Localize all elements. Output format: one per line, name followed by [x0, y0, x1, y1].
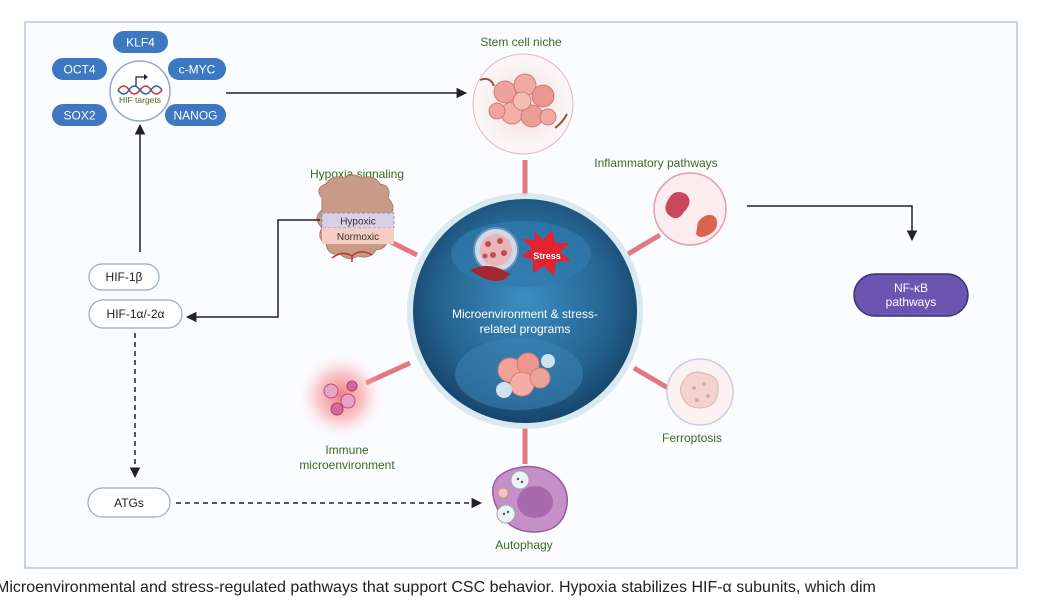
- hif1b-box: [88, 263, 160, 291]
- stem-cell-niche-node: Stem cell niche: [472, 35, 574, 155]
- stress-burst: [521, 230, 571, 276]
- tf-pill-klf4: [113, 31, 168, 53]
- hif-targets-cluster: HIF targets KLF4 OCT4 c-MYC SOX2 NANOG: [52, 31, 226, 126]
- nfkb-label-line1: NF-κB: [894, 281, 928, 295]
- immune-glow: [299, 354, 383, 438]
- atgs-box: [87, 487, 171, 518]
- figure-caption: Microenvironmental and stress-regulated …: [0, 579, 876, 596]
- inflammatory-pathways-label: Inflammatory pathways: [594, 156, 717, 170]
- dna-icon: [117, 74, 163, 95]
- inflamed-cell-icon-2: [696, 214, 718, 237]
- ferroptotic-cell-icon: [679, 371, 719, 409]
- inflammatory-circle: [653, 172, 727, 246]
- hif1a-box: [88, 299, 183, 329]
- cell-cluster-icon: [496, 352, 555, 398]
- inflammatory-pathways-node: Inflammatory pathways: [594, 156, 727, 246]
- stem-cell-niche-label: Stem cell niche: [480, 35, 562, 49]
- ferroptosis-node: Ferroptosis: [662, 358, 734, 445]
- niche-cells-icon: [488, 73, 557, 128]
- tf-pill-oct4: [52, 58, 107, 80]
- tf-pill-cmyc: [168, 58, 226, 80]
- tf-cmyc: c-MYC: [179, 63, 216, 77]
- immune-label-line1: Immune: [325, 443, 369, 457]
- ferroptosis-label: Ferroptosis: [662, 431, 722, 445]
- immune-cell-icon: [323, 383, 339, 399]
- hif-targets-label: HIF targets: [119, 95, 161, 105]
- normoxic-label: Normoxic: [337, 232, 379, 243]
- immune-label-line2: microenvironment: [299, 458, 395, 472]
- tf-nanog: NANOG: [173, 109, 217, 123]
- vessel-icon: [331, 251, 373, 262]
- arrow-hypoxia-to-hif: [185, 219, 320, 323]
- nfkb-label-line2: pathways: [886, 295, 937, 309]
- atgs-label: ATGs: [114, 496, 144, 510]
- arrow-inflammatory-to-nfkb: [747, 205, 918, 242]
- autophagy-label: Autophagy: [495, 538, 552, 552]
- hif1a-label: HIF-1α/-2α: [107, 307, 165, 321]
- tf-klf4: KLF4: [126, 36, 155, 50]
- stress-label: Stress: [533, 251, 561, 261]
- autophagy-node: Autophagy: [492, 465, 568, 552]
- immune-microenvironment-node: Immune microenvironment: [299, 354, 395, 472]
- nfkb-node: [853, 273, 969, 317]
- center-label-line2: related programs: [480, 322, 571, 336]
- hif1b-label: HIF-1β: [106, 270, 143, 284]
- tf-sox2: SOX2: [63, 109, 95, 123]
- tf-pill-sox2: [52, 104, 107, 126]
- hypoxic-label: Hypoxic: [340, 217, 376, 228]
- tf-pill-nanog: [165, 104, 226, 126]
- tf-oct4: OCT4: [63, 63, 95, 77]
- center-hub: Stress Microenvironment & stress- relate…: [407, 193, 643, 429]
- center-label-line1: Microenvironment & stress-: [452, 307, 598, 321]
- inflamed-cell-icon: [665, 192, 690, 219]
- hypoxia-signaling-node: Hypoxia signaling Hypoxic Normoxic: [310, 167, 404, 262]
